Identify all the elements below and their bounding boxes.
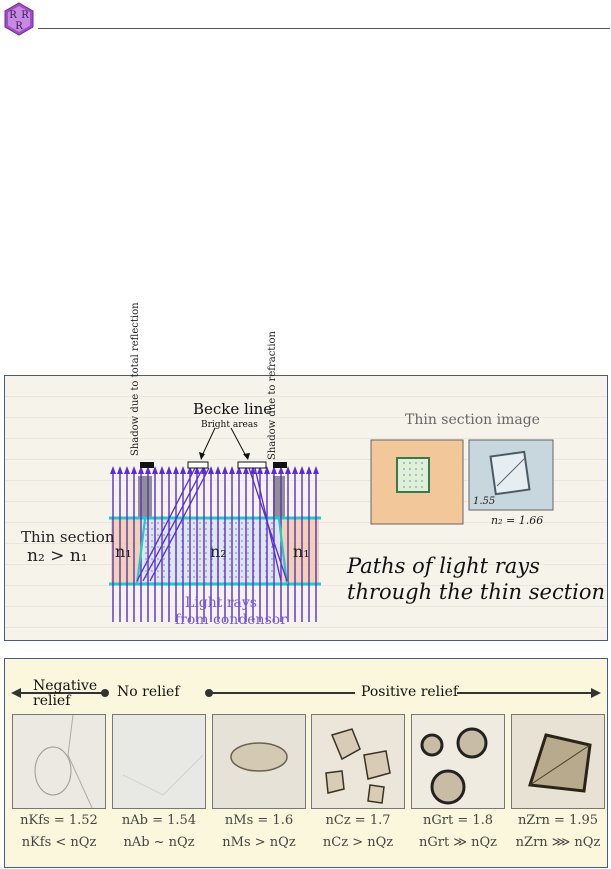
relation-cz: nCz > nQz	[322, 835, 394, 850]
index-ms: nMs = 1.6	[224, 813, 294, 828]
logo-letter: R	[9, 10, 17, 21]
ray-arrowhead	[173, 466, 179, 474]
ray-arrowhead	[313, 466, 319, 474]
logo-letter: R	[21, 10, 29, 21]
logo-letter: R	[15, 21, 23, 32]
ray-arrowhead	[278, 466, 284, 474]
label-shadow-refraction: Shadow due to refraction	[267, 331, 278, 460]
label-n1-right: n₁	[293, 542, 310, 561]
index-zrn: nZrn = 1.95	[517, 813, 599, 828]
ray-arrowhead	[166, 466, 172, 474]
index-kfs: nKfs = 1.52	[20, 813, 98, 828]
ray-arrowhead	[257, 466, 263, 474]
label-light-rays: Light rays	[185, 595, 257, 611]
ray-arrowhead	[215, 466, 221, 474]
relation-ab: nAb ~ nQz	[123, 835, 195, 850]
label-negative-relief: Negative relief	[33, 678, 98, 709]
label-inset-155: 1.55	[473, 496, 496, 507]
ray-arrowhead	[194, 466, 200, 474]
ray-arrowhead	[285, 466, 291, 474]
photo-ms	[212, 714, 306, 809]
photo-cz	[311, 714, 405, 809]
ray-arrowhead	[264, 466, 270, 474]
label-shadow-total-reflection: Shadow due to total reflection	[130, 302, 141, 456]
ray-arrowhead	[229, 466, 235, 474]
figure-caption-line-2: through the thin section	[347, 580, 606, 604]
relation-ms: nMs > nQz	[222, 835, 296, 850]
label-n2-gt-n1: n₂ > n₁	[27, 546, 88, 566]
ray-arrowhead	[271, 466, 277, 474]
ray-arrowhead	[159, 466, 165, 474]
label-thin-section-image: Thin section image	[405, 412, 540, 428]
ray-arrowhead	[299, 466, 305, 474]
ray-arrowhead	[201, 466, 207, 474]
ray-arrowhead	[208, 466, 214, 474]
photo-grt	[411, 714, 505, 809]
photo-kfs	[12, 714, 106, 809]
label-becke-line: Becke line	[193, 400, 273, 418]
header-rule	[38, 28, 610, 29]
ray-arrowhead	[187, 466, 193, 474]
becke-line-figure: Shadow due to total reflection Becke lin…	[4, 302, 608, 641]
ray-arrowhead	[250, 466, 256, 474]
ray-arrowhead	[124, 466, 130, 474]
photo-ab	[112, 714, 206, 809]
label-n2-center: n₂	[210, 542, 227, 561]
ray-arrowhead	[236, 466, 242, 474]
publisher-logo: R R R	[2, 2, 36, 36]
index-cz: nCz = 1.7	[325, 813, 391, 828]
label-inset-n2: n₂ = 1.66	[491, 514, 544, 527]
ray-arrowhead	[131, 466, 137, 474]
becke-diagram	[109, 427, 554, 622]
ray-arrowhead	[306, 466, 312, 474]
index-grt: nGrt = 1.8	[422, 813, 494, 828]
label-from-condensor: from condensor	[175, 612, 287, 628]
label-thin-section: Thin section	[21, 528, 115, 546]
relation-kfs: nKfs < nQz	[21, 835, 97, 850]
relief-scale-figure: Negative relief No relief Positive relie…	[4, 658, 608, 868]
ray-arrowhead	[138, 466, 144, 474]
relation-zrn: nZrn ⋙ nQz	[515, 835, 601, 850]
ray-arrowhead	[292, 466, 298, 474]
figure-caption-line-1: Paths of light rays	[347, 554, 540, 578]
ray-arrowhead	[180, 466, 186, 474]
label-bright-areas: Bright areas	[201, 420, 258, 430]
relation-grt: nGrt ≫ nQz	[419, 835, 497, 850]
index-ab: nAb = 1.54	[121, 813, 197, 828]
relief-arrows	[11, 688, 601, 698]
ray-arrowhead	[145, 466, 151, 474]
label-n1-left: n₁	[115, 542, 132, 561]
label-positive-relief: Positive relief	[361, 684, 459, 700]
ray-arrowhead	[117, 466, 123, 474]
photo-zrn	[511, 714, 605, 809]
ray-arrowhead	[243, 466, 249, 474]
ray-arrowhead	[110, 466, 116, 474]
label-no-relief: No relief	[117, 684, 180, 700]
ray-arrowhead	[152, 466, 158, 474]
ray-arrowhead	[222, 466, 228, 474]
